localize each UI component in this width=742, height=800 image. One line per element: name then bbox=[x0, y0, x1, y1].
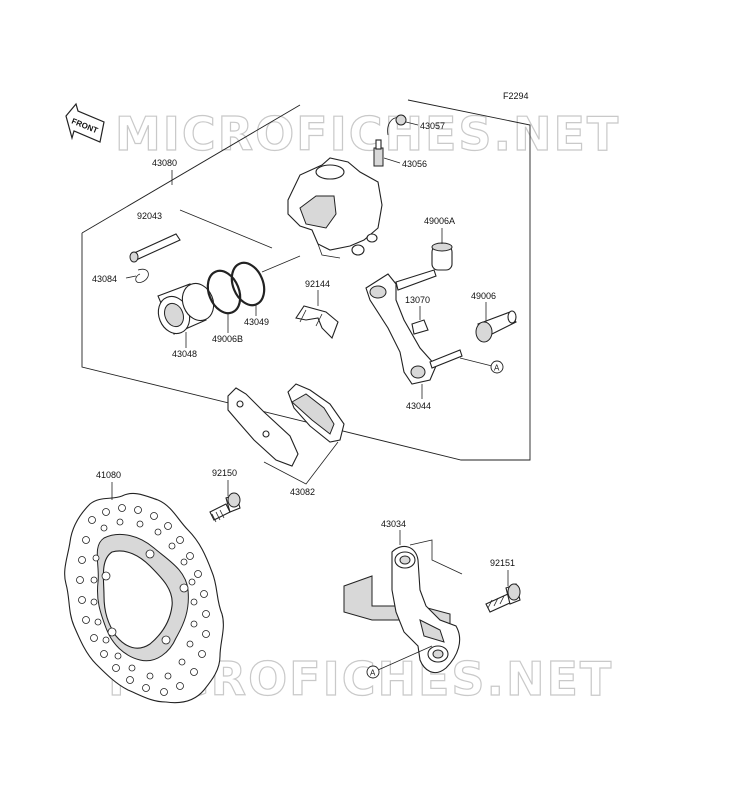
bleeder-cap bbox=[387, 114, 407, 136]
part-label-43056: 43056 bbox=[402, 159, 427, 169]
boot-b bbox=[475, 310, 517, 343]
assembly-frame-top bbox=[81, 104, 301, 234]
part-label-43084: 43084 bbox=[92, 274, 117, 284]
part-label-41080: 41080 bbox=[96, 470, 121, 480]
pin-clip bbox=[135, 268, 149, 283]
brake-disc bbox=[64, 492, 224, 704]
part-label-43080: 43080 bbox=[152, 158, 177, 168]
watermark-top: MICROFICHES.NET bbox=[115, 107, 620, 161]
bracket-bolt bbox=[485, 583, 521, 613]
leader-43082 bbox=[263, 441, 339, 485]
ref-marker-bottom bbox=[366, 665, 380, 679]
front-arrow-icon: FRONT bbox=[65, 102, 105, 143]
leader-43034-b bbox=[409, 539, 463, 575]
caliper-pin bbox=[129, 233, 181, 263]
leader-43057 bbox=[405, 121, 419, 126]
piston bbox=[157, 282, 215, 335]
leader-pin-caliper bbox=[179, 209, 273, 249]
figure-code: F2294 bbox=[503, 91, 529, 101]
part-label-43049: 43049 bbox=[244, 317, 269, 327]
ref-marker-bottom-label: A bbox=[370, 669, 376, 678]
leader-seal-caliper bbox=[261, 255, 301, 273]
part-label-43082: 43082 bbox=[290, 487, 315, 497]
leader-43084 bbox=[125, 275, 137, 279]
assembly-frame bbox=[81, 99, 531, 461]
leader-ref-a-top bbox=[459, 357, 493, 367]
leader-43056 bbox=[383, 157, 401, 164]
part-label-43048: 43048 bbox=[172, 349, 197, 359]
caliper-bracket bbox=[365, 269, 463, 385]
brake-pad-1 bbox=[227, 387, 299, 467]
pad-spring bbox=[295, 305, 339, 339]
part-label-92150: 92150 bbox=[212, 468, 237, 478]
part-label-49006: 49006 bbox=[471, 291, 496, 301]
boot-a bbox=[431, 242, 453, 271]
part-label-43034: 43034 bbox=[381, 519, 406, 529]
part-label-49006A: 49006A bbox=[424, 216, 455, 226]
part-label-92043: 92043 bbox=[137, 211, 162, 221]
bleeder-valve bbox=[373, 139, 384, 167]
ref-marker-top-label: A bbox=[494, 364, 500, 373]
mounting-bracket bbox=[343, 545, 461, 674]
part-label-43044: 43044 bbox=[406, 401, 431, 411]
ref-marker-top bbox=[490, 360, 504, 374]
part-label-92144: 92144 bbox=[305, 279, 330, 289]
part-label-49006B: 49006B bbox=[212, 334, 243, 344]
bracket-clip bbox=[411, 319, 429, 335]
brake-pad-2 bbox=[287, 383, 345, 443]
part-label-13070: 13070 bbox=[405, 295, 430, 305]
part-label-92151: 92151 bbox=[490, 558, 515, 568]
part-label-43057: 43057 bbox=[420, 121, 445, 131]
caliper-body bbox=[287, 157, 383, 259]
leader-ref-a-bottom bbox=[377, 645, 433, 671]
disc-bolt bbox=[209, 492, 241, 523]
piston-seal bbox=[230, 261, 266, 307]
dust-seal bbox=[206, 269, 242, 315]
